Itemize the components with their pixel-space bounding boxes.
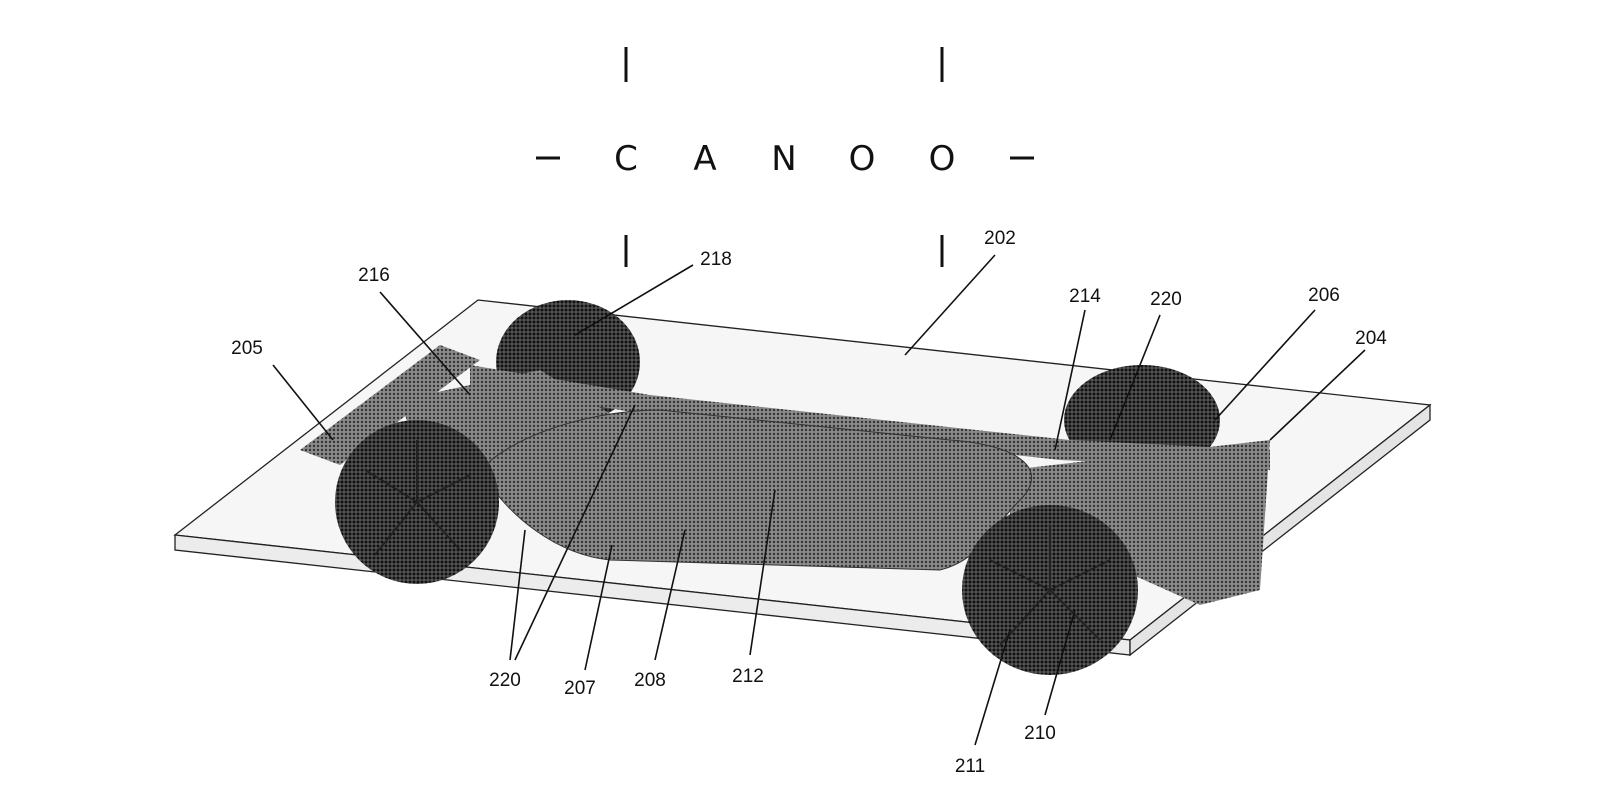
wheel-front-right [962, 505, 1138, 675]
reference-numerals: 202 205 216 218 214 220 206 204 220 207 … [231, 228, 1387, 777]
logo-letter: N [771, 139, 796, 179]
canoo-logo: C A N O O [536, 47, 1034, 267]
ref-218: 218 [700, 249, 732, 270]
battery-pack [479, 409, 1032, 571]
wheel-front-left [335, 420, 499, 584]
logo-letter: O [849, 139, 876, 179]
ref-205: 205 [231, 338, 263, 359]
ref-212: 212 [732, 666, 764, 687]
ref-220: 220 [489, 670, 521, 691]
ref-208: 208 [634, 670, 666, 691]
ref-206: 206 [1308, 285, 1340, 306]
logo-letter: C [614, 139, 638, 179]
ref-202: 202 [984, 228, 1016, 249]
ref-207: 207 [564, 678, 596, 699]
ref-204: 204 [1355, 328, 1387, 349]
logo-letter: A [693, 139, 716, 179]
ref-211: 211 [955, 756, 985, 777]
ref-210: 210 [1024, 723, 1056, 744]
ref-220: 220 [1150, 289, 1182, 310]
leader-lines [272, 254, 1366, 746]
ref-214: 214 [1069, 286, 1101, 307]
logo-letter: O [929, 139, 956, 179]
ref-216: 216 [358, 265, 390, 286]
